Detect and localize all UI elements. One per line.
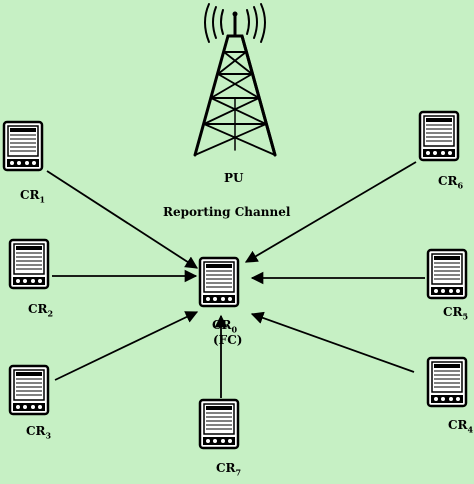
cr5-label: CR5 [443,305,468,321]
pu-label: PU [224,171,244,185]
fc-label-sub: 0 [231,324,238,335]
cr2-label-sub: 2 [47,308,54,319]
fc-label: CR0 [212,318,237,334]
cr1-label-sub: 1 [39,194,46,205]
cr6-label: CR6 [438,174,463,190]
cr7-label: CR7 [216,461,241,477]
cr6-label-sub: 6 [457,180,464,191]
cr2-device-icon [8,238,50,290]
cr1-label-main: CR [20,188,40,202]
reporting-arrows [46,161,425,398]
cr3-label-sub: 3 [45,430,52,441]
cr3-label: CR3 [26,424,51,440]
cr7-device-icon [198,398,240,450]
arrow-cr1-to-fc [46,170,199,269]
cr7-label-main: CR [216,461,236,475]
cr1-label: CR1 [20,188,45,204]
transmission-tower-icon [193,3,277,157]
cr3-device-icon [8,364,50,416]
arrow-cr6-to-fc [244,161,417,263]
cr5-device-icon [426,248,468,300]
cr4-label-main: CR [448,418,468,432]
cr6-device-icon [418,110,460,162]
cr4-label-sub: 4 [467,424,474,435]
cr3-label-main: CR [26,424,46,438]
arrow-cr3-to-fc [54,311,199,381]
cr5-label-main: CR [443,305,463,319]
cr6-label-main: CR [438,174,458,188]
arrow-cr4-to-fc [250,311,415,373]
fc-label-main: CR [212,318,232,332]
cr1-device-icon [2,120,44,172]
cr2-label: CR2 [28,302,53,318]
cr7-label-sub: 7 [235,467,242,478]
cr2-label-main: CR [28,302,48,316]
fusion-center-device-icon [198,256,240,308]
reporting-channel-label: Reporting Channel [163,205,291,219]
cr4-label: CR4 [448,418,473,434]
fc-role-label: (FC) [213,333,243,347]
cr5-label-sub: 5 [462,311,469,322]
cr4-device-icon [426,356,468,408]
